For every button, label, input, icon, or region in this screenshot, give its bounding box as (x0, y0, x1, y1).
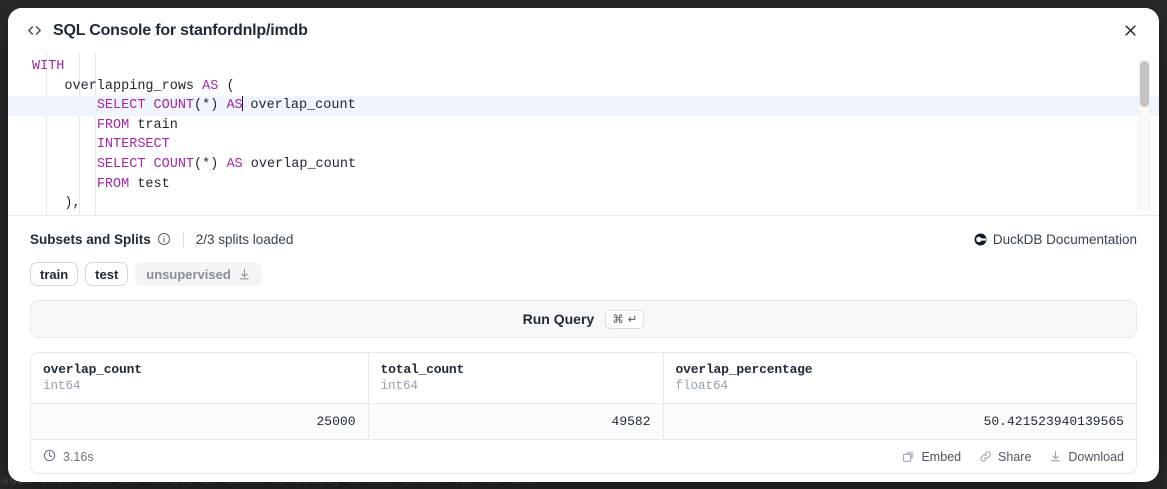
sql-text: overlapping_rows (32, 78, 203, 94)
sql-text (32, 157, 97, 172)
download-icon[interactable] (238, 268, 251, 281)
code-line[interactable]: FROM test (8, 175, 1159, 195)
column-header[interactable]: overlap_count int64 (31, 353, 369, 404)
sql-keyword: AS (202, 78, 219, 94)
run-query-shortcut: ⌘ ↵ (605, 309, 645, 329)
text-cursor (241, 96, 243, 112)
sql-text: test (129, 176, 170, 192)
run-query-label: Run Query (522, 311, 595, 327)
split-pill-test[interactable]: test (85, 262, 129, 286)
sql-editor[interactable]: WITH overlapping_rows AS ( SELECT COUNT(… (8, 53, 1159, 216)
sql-text: (*) (194, 98, 227, 114)
column-name: overlap_percentage (675, 362, 813, 377)
split-pill-list: train test unsupervised (30, 262, 1137, 286)
cmd-key-glyph: ⌘ (612, 314, 624, 326)
split-pill-label: test (95, 266, 119, 282)
subsets-title: Subsets and Splits (30, 231, 151, 247)
sql-keyword: INTERSECT (96, 137, 170, 153)
column-type: float64 (675, 379, 729, 393)
sql-console-modal: SQL Console for stanfordnlp/imdb WITH ov… (8, 8, 1159, 482)
subsets-header: Subsets and Splits 2/3 splits loaded (30, 228, 1137, 250)
run-query-button[interactable]: Run Query ⌘ ↵ (30, 300, 1137, 338)
code-line[interactable]: SELECT COUNT(*) AS overlap_count (8, 155, 1159, 175)
duckdb-documentation-link[interactable]: DuckDB Documentation (974, 232, 1137, 247)
split-pill-unsupervised[interactable]: unsupervised (135, 262, 262, 286)
sql-keyword: FROM (96, 176, 130, 192)
table-cell: 25000 (31, 403, 369, 439)
header-divider (182, 231, 184, 247)
download-icon (1049, 450, 1062, 463)
editor-scrollbar-thumb[interactable] (1140, 61, 1149, 107)
enter-key-glyph: ↵ (627, 314, 638, 326)
split-pill-label: unsupervised (146, 266, 231, 282)
duckdb-logo-icon (974, 233, 987, 246)
column-name: overlap_count (43, 362, 142, 377)
sql-keyword: SELECT COUNT (96, 156, 195, 172)
sql-keyword: AS (226, 156, 243, 172)
results-footer: 3.16s Embed Share Download (31, 439, 1136, 473)
sql-text: overlap_count (242, 98, 356, 114)
query-duration-label: 3.16s (63, 449, 94, 464)
run-query-section: Run Query ⌘ ↵ (8, 286, 1159, 338)
code-line[interactable]: FROM train (8, 116, 1159, 136)
code-line[interactable]: SELECT COUNT(*) AS overlap_count (8, 96, 1159, 116)
code-line[interactable]: overlapping_rows AS ( (8, 77, 1159, 97)
split-pill-train[interactable]: train (30, 262, 79, 286)
sql-text: train (129, 117, 178, 133)
sql-text (32, 98, 97, 113)
editor-scrollbar-track[interactable] (1139, 59, 1150, 211)
embed-button[interactable]: Embed (902, 450, 961, 464)
duckdb-documentation-label: DuckDB Documentation (992, 231, 1137, 247)
sql-text: ), (32, 196, 81, 212)
sql-editor-content[interactable]: WITH overlapping_rows AS ( SELECT COUNT(… (8, 53, 1159, 215)
code-line[interactable]: ), (8, 194, 1159, 214)
sql-text (32, 118, 97, 133)
action-label: Download (1068, 449, 1124, 464)
sql-keyword: SELECT COUNT (96, 98, 195, 114)
split-pill-label: train (40, 266, 69, 282)
table-cell: 50.421523940139565 (663, 403, 1136, 439)
column-type: int64 (380, 379, 419, 393)
code-line[interactable]: WITH (8, 57, 1159, 77)
code-line[interactable]: INTERSECT (8, 135, 1159, 155)
clock-icon (43, 449, 56, 465)
query-duration: 3.16s (43, 449, 94, 465)
page-title: SQL Console for stanfordnlp/imdb (53, 21, 308, 39)
action-label: Embed (921, 449, 962, 464)
modal-titlebar: SQL Console for stanfordnlp/imdb (8, 8, 1159, 53)
close-icon[interactable] (1117, 18, 1143, 44)
share-button[interactable]: Share (979, 450, 1031, 464)
sql-text: ( (218, 78, 235, 94)
code-brackets-icon (24, 21, 44, 41)
sql-keyword: WITH (32, 59, 65, 74)
footer-actions: Embed Share Download (902, 450, 1124, 464)
download-button[interactable]: Download (1049, 450, 1124, 464)
subsets-and-splits-section: Subsets and Splits 2/3 splits loaded (8, 216, 1159, 286)
column-name: total_count (380, 362, 465, 377)
splits-loaded-status: 2/3 splits loaded (195, 231, 294, 247)
column-type: int64 (43, 379, 81, 393)
link-icon (979, 450, 992, 463)
sql-keyword: AS (226, 98, 243, 114)
sql-keyword: FROM (96, 117, 130, 133)
info-circle-icon[interactable] (157, 232, 171, 246)
column-header[interactable]: total_count int64 (368, 353, 664, 404)
sql-text (32, 137, 97, 152)
copy-icon (902, 450, 915, 463)
sql-text: (*) (194, 156, 227, 172)
column-header[interactable]: overlap_percentage float64 (663, 353, 1136, 404)
action-label: Share (998, 449, 1032, 464)
table-cell: 49582 (368, 403, 664, 439)
sql-text (32, 177, 97, 192)
sql-text: overlap_count (242, 156, 357, 172)
